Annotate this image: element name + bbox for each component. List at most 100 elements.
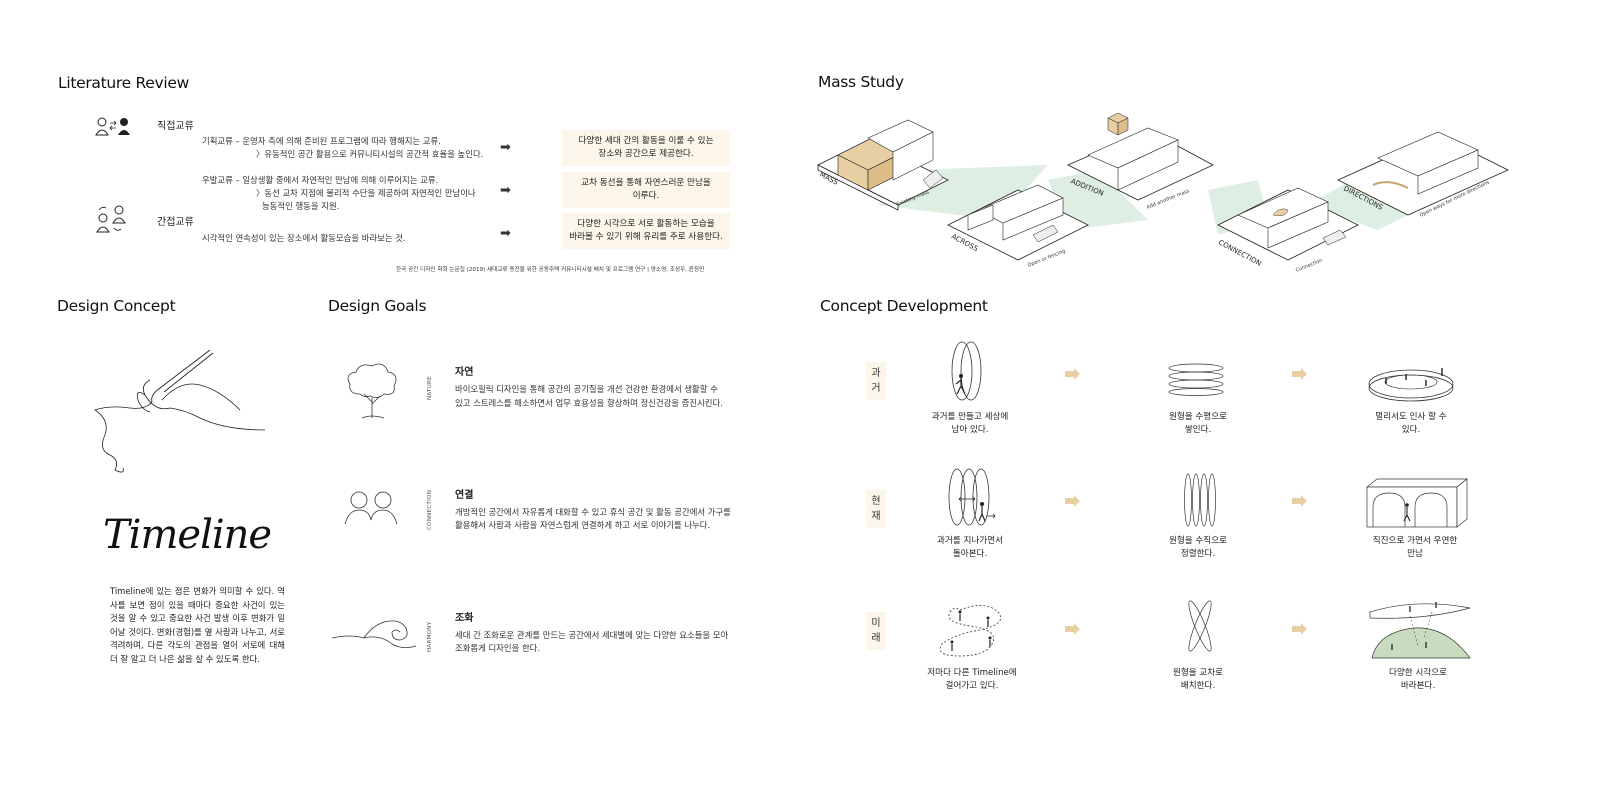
result-arrow-2: ➡ [500,183,511,198]
direct-line-2: 〉유동적인 공간 활용으로 커뮤니티시설의 공간적 효율을 높인다. [256,149,484,159]
design-concept-text: Timeline에 있는 점은 변화가 의미할 수 있다. 역사를 보면 점이 … [110,586,285,664]
result-arrow-3: ➡ [500,226,511,241]
era-future-char-1: 미 [871,618,881,629]
result-box-1-line-1: 다양한 세대 간의 활동을 이룰 수 있는 [578,136,714,146]
direct-line-4: 〉동선 교차 지점에 물리적 수단을 제공하여 자연적인 만남이나 [256,188,476,198]
era-past-char-2: 거 [871,383,881,394]
mass-block-4 [1217,187,1359,261]
hand-drawing-illustration [94,349,266,473]
past-caption-3: 멀리서도 인사 할 수 있다. [1361,411,1461,437]
past-caption-3-line-1: 멀리서도 인사 할 수 [1375,412,1447,422]
present-arrow-1 [1065,495,1080,507]
present-caption-3-line-2: 만남 [1407,549,1423,559]
past-caption-2: 원형을 수평으로 쌓인다. [1148,411,1248,437]
present-caption-1: 과거를 지나가면서 돌아본다. [920,535,1020,561]
era-present-char-2: 재 [871,511,881,522]
present-caption-1-line-1: 과거를 지나가면서 [937,536,1003,546]
goal-tag-nature: NATURE [427,376,433,400]
mass-block-3 [1067,112,1214,201]
future-caption-1-line-2: 걸어가고 있다. [945,681,999,691]
goal-text-harmony-2: 조화롭게 디자인을 한다. [455,643,541,653]
present-caption-2-line-2: 정렬한다. [1180,549,1216,559]
present-caption-3: 직진으로 가면서 우연한 만남 [1365,535,1465,561]
goal-title-connection: 연결 [455,490,474,501]
people-icon [344,491,398,525]
mass-study-diagram [817,112,1509,261]
indirect-line-1: 시각적인 연속성이 있는 장소에서 활동모습을 바라보는 것. [202,233,406,243]
past-caption-1-line-1: 과거를 만들고 세상에 [931,412,1009,422]
mass-study-title: Mass Study [818,73,904,91]
future-caption-3-line-2: 바라본다. [1400,681,1436,691]
present-step-2-illustration [1184,473,1216,527]
result-box-1: 다양한 세대 간의 활동을 이룰 수 있는 장소와 공간으로 제공한다. [562,130,730,166]
past-step-2-illustration [1168,363,1224,396]
result-box-3: 다양한 시각으로 서로 활동하는 모습을 바라볼 수 있기 위해 유리를 주로 … [562,213,730,249]
future-caption-2-line-2: 배치한다. [1180,681,1216,691]
future-step-1-illustration [939,605,1002,657]
direct-exchange-icon [95,117,130,136]
result-box-3-line-2: 바라볼 수 있기 위해 유리를 주로 사용한다. [569,232,723,242]
past-caption-2-line-1: 원형을 수평으로 [1168,412,1228,422]
result-box-1-line-2: 장소와 공간으로 제공한다. [598,149,694,159]
future-caption-3: 다양한 시각으로 바라본다. [1368,667,1468,693]
goal-tag-harmony: HARMONY [427,621,433,652]
design-goals-title: Design Goals [328,297,427,315]
future-step-3-illustration [1369,602,1471,659]
future-caption-1-line-1: 저마다 다른 Timeline에 [927,668,1017,678]
wave-icon [331,620,417,648]
era-future: 미 래 [866,612,886,650]
indirect-exchange-label: 간접교류 [157,217,194,228]
result-box-2-line-2: 이루다. [632,191,660,201]
indirect-exchange-icon [96,205,126,233]
direct-exchange-label: 직접교류 [157,121,194,132]
citation: 한국 공간 디자인 학회 논문집 (2019) 세대교류 증진을 위한 공동주택… [396,267,705,273]
past-arrow-2 [1292,368,1307,380]
past-step-3-illustration [1368,368,1454,402]
future-caption-1: 저마다 다른 Timeline에 걸어가고 있다. [916,667,1028,693]
present-caption-1-line-2: 돌아본다. [952,549,988,559]
future-caption-2: 원형을 교차로 배치한다. [1148,667,1248,693]
literature-review-title: Literature Review [58,74,190,92]
present-caption-2: 원형을 수직으로 정렬한다. [1148,535,1248,561]
result-box-2: 교차 동선을 통해 자연스러운 만남을 이루다. [562,172,730,208]
direct-line-3: 우발교류 – 일상생활 중에서 자연적인 만남에 의해 이루어지는 교류. [202,175,439,185]
past-caption-1-line-2: 남아 있다. [951,425,989,435]
era-present: 현 재 [866,490,886,528]
future-caption-3-line-1: 다양한 시각으로 [1388,668,1448,678]
future-step-2-illustration [1188,600,1212,652]
present-arrow-2 [1292,495,1307,507]
tree-icon [347,363,397,419]
goal-text-connection-1: 개방적인 공간에서 자유롭게 대화할 수 있고 휴식 공간 및 활동 공간에서 … [455,507,731,517]
goal-tag-connection: CONNECTION [427,489,433,530]
goal-text-harmony-1: 세대 간 조화로운 관계를 만드는 공간에서 세대별에 맞는 다양한 요소들을 … [455,630,729,640]
direct-line-5: 능동적인 행동을 지원. [262,201,340,211]
past-arrow-1 [1065,368,1080,380]
past-caption-3-line-2: 있다. [1401,425,1421,435]
era-future-char-2: 래 [871,633,881,644]
mass-block-1 [817,119,949,211]
green-band-2 [1048,170,1148,230]
present-step-3-illustration [1366,478,1468,528]
result-arrow-1: ➡ [500,140,511,155]
goal-text-nature-2: 있고 스트레스를 해소하면서 업무 효용성을 향상하며 정신건강을 증진시킨다. [455,398,723,408]
era-past-char-1: 과 [871,368,881,379]
design-concept-title: Design Concept [57,297,176,315]
era-present-char-1: 현 [871,496,881,507]
mass-block-5 [1337,131,1509,216]
past-step-1-illustration [951,341,982,401]
mass-block-2 [947,184,1089,261]
timeline-wordmark: Timeline [103,512,272,558]
result-box-3-line-1: 다양한 시각으로 서로 활동하는 모습을 [577,219,715,229]
goal-title-nature: 자연 [455,367,474,378]
future-arrow-1 [1065,623,1080,635]
future-arrow-2 [1292,623,1307,635]
present-caption-2-line-1: 원형을 수직으로 [1168,536,1228,546]
past-caption-2-line-2: 쌓인다. [1184,425,1212,435]
direct-line-1: 기획교류 – 운영자 측에 의해 준비된 프로그램에 따라 행해지는 교류. [202,136,441,146]
goal-text-connection-2: 활용해서 사람과 사람을 자연스럽게 연결하게 하고 서로 이야기를 나누다. [455,520,711,530]
present-step-1-illustration [948,468,996,526]
goal-title-harmony: 조화 [455,613,474,624]
past-caption-1: 과거를 만들고 세상에 남아 있다. [920,411,1020,437]
future-caption-2-line-1: 원형을 교차로 [1172,668,1224,678]
era-past: 과 거 [866,362,886,400]
